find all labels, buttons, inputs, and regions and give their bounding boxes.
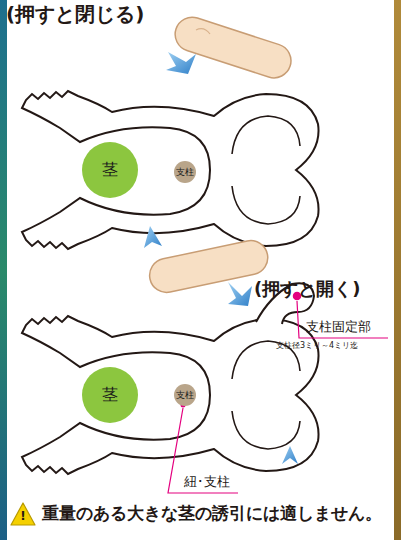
node-text: 支柱	[176, 391, 194, 400]
clip-open	[22, 283, 319, 474]
node-text: 茎	[102, 162, 118, 178]
warning-mark: !	[20, 510, 25, 524]
spec-note: 支柱径3ミリ～4ミリ迄	[276, 341, 358, 350]
stake-circle: 支柱	[174, 161, 196, 183]
press-arrow	[166, 52, 196, 74]
node-text: 茎	[102, 387, 118, 403]
finger	[171, 13, 296, 82]
part-name: 紐･支柱	[184, 475, 230, 490]
warning-icon	[11, 503, 35, 525]
press-arrow	[144, 226, 162, 248]
clip-closed	[22, 91, 319, 249]
stem-circle: 茎	[82, 367, 138, 423]
press-arrow	[282, 446, 298, 464]
mode-heading: (押すと閉じる)	[6, 3, 144, 26]
warning-note: 重量のある大きな茎の誘引には適しません。	[42, 505, 382, 524]
side-band	[0, 0, 7, 540]
stake-circle: 支柱	[174, 384, 196, 406]
leader-line	[297, 301, 388, 338]
leader-line	[168, 408, 238, 493]
node-text: 支柱	[176, 168, 194, 177]
press-arrow	[228, 282, 252, 306]
mode-heading: (押すと開く)	[254, 279, 360, 300]
side-band	[394, 0, 401, 540]
part-name: 支柱固定部	[306, 320, 371, 335]
finger	[146, 237, 270, 295]
stem-circle: 茎	[82, 142, 138, 198]
